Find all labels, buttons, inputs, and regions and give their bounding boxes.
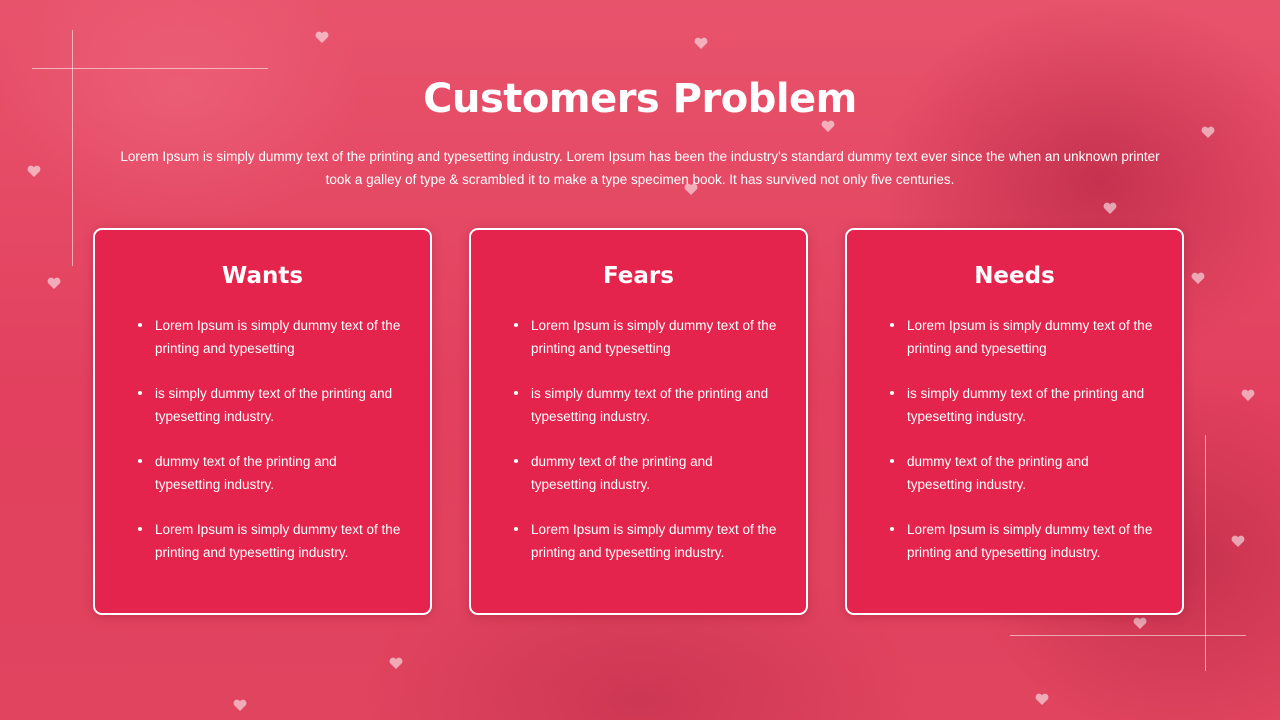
top-left-vertical-line <box>72 30 73 266</box>
bullet-list: Lorem Ipsum is simply dummy text of the … <box>511 314 780 586</box>
fears-card: Fears Lorem Ipsum is simply dummy text o… <box>469 228 808 615</box>
heart-icon <box>389 657 403 669</box>
list-item: Lorem Ipsum is simply dummy text of the … <box>511 518 780 564</box>
heart-icon <box>1241 389 1255 401</box>
wants-card: Wants Lorem Ipsum is simply dummy text o… <box>93 228 432 615</box>
list-item: is simply dummy text of the printing and… <box>887 382 1156 428</box>
bottom-right-horizontal-line <box>1010 635 1246 636</box>
heart-icon <box>1035 693 1049 705</box>
heart-icon <box>694 37 708 49</box>
heart-icon <box>1201 126 1215 138</box>
list-item: is simply dummy text of the printing and… <box>135 382 404 428</box>
list-item: Lorem Ipsum is simply dummy text of the … <box>135 314 404 360</box>
list-item: is simply dummy text of the printing and… <box>511 382 780 428</box>
list-item: dummy text of the printing and typesetti… <box>887 450 1156 496</box>
heart-icon <box>1231 535 1245 547</box>
heart-icon <box>821 120 835 132</box>
bullet-list: Lorem Ipsum is simply dummy text of the … <box>887 314 1156 586</box>
heart-icon <box>1103 202 1117 214</box>
bottom-right-vertical-line <box>1205 435 1206 671</box>
list-item: dummy text of the printing and typesetti… <box>511 450 780 496</box>
card-title: Wants <box>221 263 304 289</box>
heart-icon <box>47 277 61 289</box>
slide-subtitle: Lorem Ipsum is simply dummy text of the … <box>120 149 1160 187</box>
top-left-horizontal-line <box>32 68 268 69</box>
heart-icon <box>684 183 698 195</box>
heart-icon <box>315 31 329 43</box>
heart-icon <box>1191 272 1205 284</box>
card-title: Fears <box>603 263 674 289</box>
heart-icon <box>233 699 247 711</box>
heart-icon <box>1133 617 1147 629</box>
needs-card: Needs Lorem Ipsum is simply dummy text o… <box>845 228 1184 615</box>
list-item: Lorem Ipsum is simply dummy text of the … <box>135 518 404 564</box>
heart-icon <box>27 165 41 177</box>
card-title: Needs <box>974 263 1055 289</box>
list-item: Lorem Ipsum is simply dummy text of the … <box>887 518 1156 564</box>
slide-title: Customers Problem <box>423 76 857 122</box>
list-item: Lorem Ipsum is simply dummy text of the … <box>511 314 780 360</box>
list-item: dummy text of the printing and typesetti… <box>135 450 404 496</box>
list-item: Lorem Ipsum is simply dummy text of the … <box>887 314 1156 360</box>
bullet-list: Lorem Ipsum is simply dummy text of the … <box>135 314 404 586</box>
